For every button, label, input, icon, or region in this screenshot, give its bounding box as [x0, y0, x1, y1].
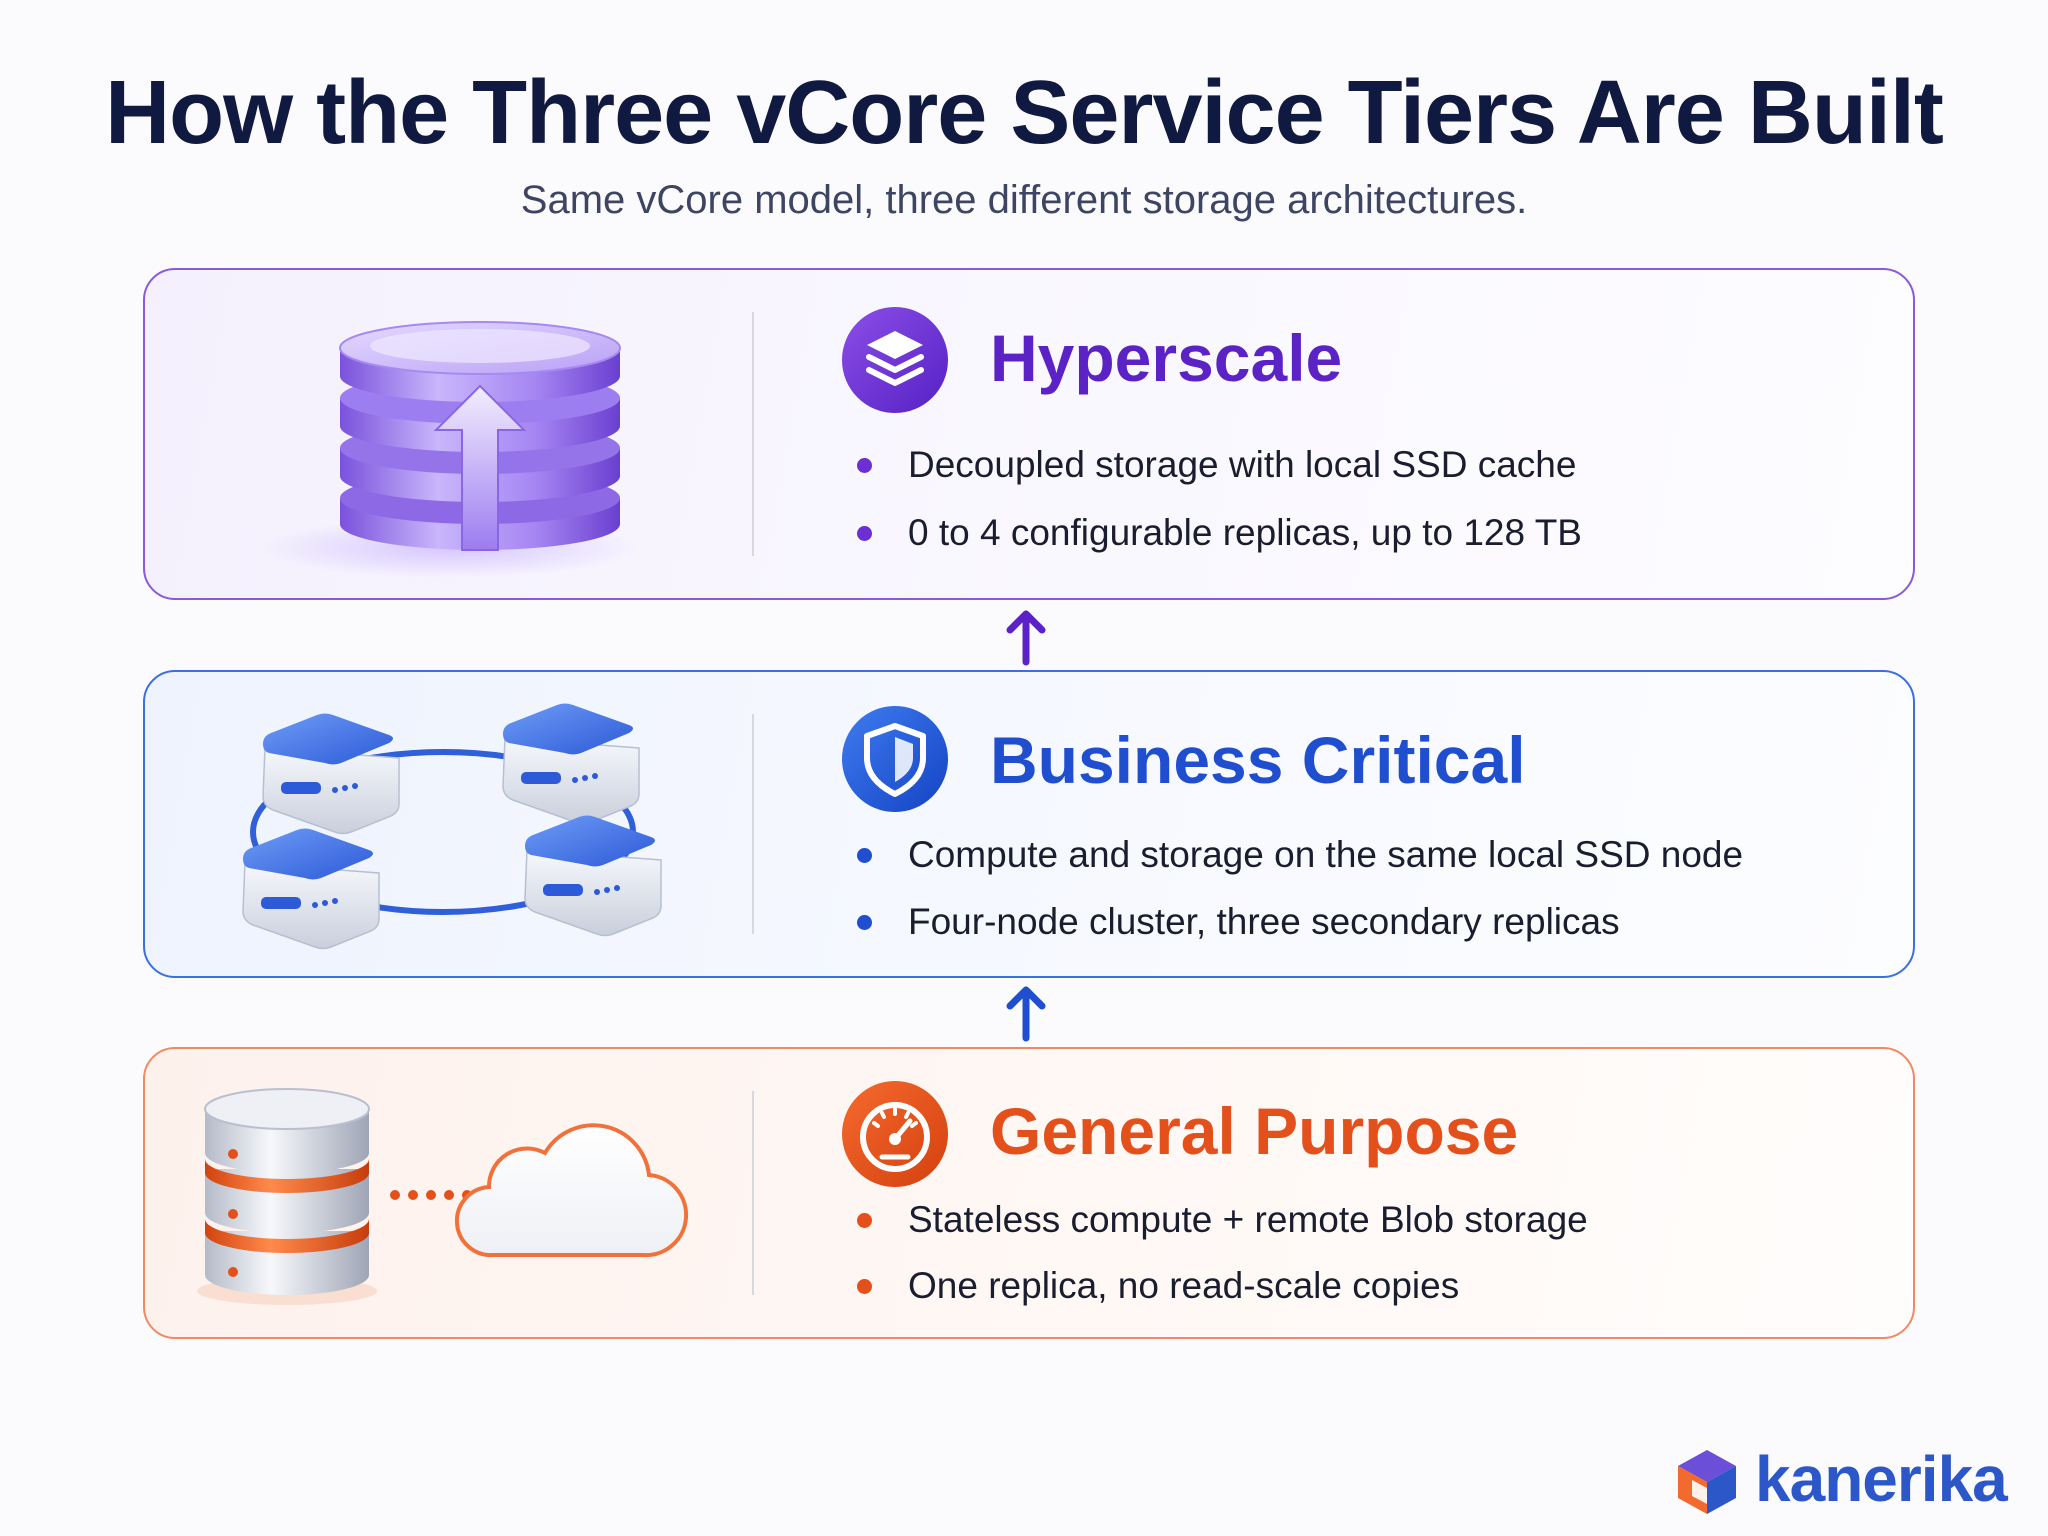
server-node-icon — [524, 815, 662, 937]
tier-title-hyperscale: Hyperscale — [990, 321, 1343, 395]
bullet-dot — [857, 1279, 872, 1294]
card-divider — [752, 714, 754, 934]
tier-card-hyperscale: Hyperscale Decoupled storage with local … — [143, 268, 1915, 600]
tier-card-business-critical: Business Critical Compute and storage on… — [143, 670, 1915, 978]
bullet-text: Decoupled storage with local SSD cache — [908, 444, 1577, 485]
bullet-text: Compute and storage on the same local SS… — [908, 834, 1744, 875]
tier-title-general-purpose: General Purpose — [990, 1094, 1519, 1168]
bullet-text: One replica, no read-scale copies — [908, 1265, 1460, 1306]
server-node-icon — [262, 713, 400, 835]
bullet-text: Four-node cluster, three secondary repli… — [908, 901, 1620, 942]
card-divider — [752, 1091, 754, 1295]
cloud-icon — [454, 1123, 689, 1258]
bullet-dot — [857, 458, 872, 473]
kanerika-cube-icon — [1678, 1450, 1736, 1514]
database-cloud-illustration — [197, 1088, 689, 1305]
page-subtitle: Same vCore model, three different storag… — [520, 178, 1528, 222]
node-cluster-illustration — [242, 703, 662, 950]
tier-card-general-purpose: General Purpose Stateless compute + remo… — [143, 1047, 1915, 1339]
server-node-icon — [502, 703, 640, 825]
shield-icon — [842, 706, 948, 812]
brand-name: kanerika — [1755, 1443, 2008, 1515]
arrow-up-icon — [1006, 610, 1046, 666]
bullet-dot — [857, 526, 872, 541]
layers-icon — [842, 307, 948, 413]
server-node-icon — [242, 828, 380, 950]
bullet-text: Stateless compute + remote Blob storage — [908, 1199, 1588, 1240]
card-divider — [752, 312, 754, 556]
page-title: How the Three vCore Service Tiers Are Bu… — [105, 63, 1944, 163]
database-scale-up-illustration — [260, 321, 640, 578]
bullet-text: 0 to 4 configurable replicas, up to 128 … — [908, 512, 1582, 553]
bullet-dot — [857, 1213, 872, 1228]
tier-title-business-critical: Business Critical — [990, 723, 1526, 797]
bullet-dot — [857, 848, 872, 863]
bullet-dot — [857, 915, 872, 930]
arrow-up-icon — [1006, 986, 1046, 1042]
speedometer-icon — [842, 1081, 948, 1187]
brand-logo: kanerika — [1672, 1440, 2012, 1520]
